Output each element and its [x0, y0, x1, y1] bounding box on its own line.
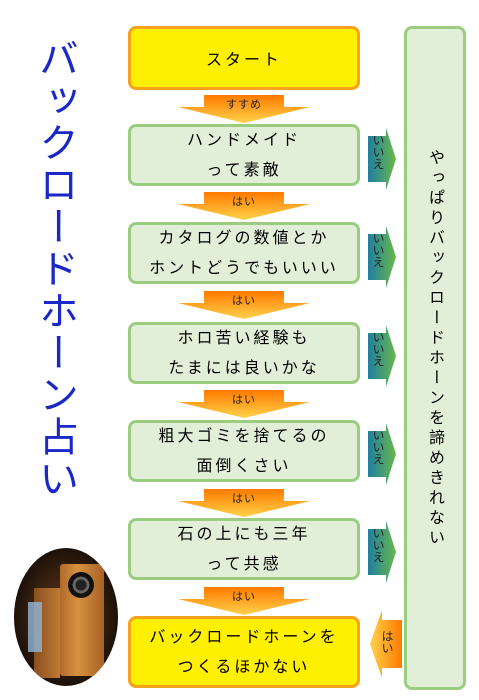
left-arrow-shape [370, 610, 402, 678]
question-box-4: 粗大ゴミを捨てるの 面倒くさい [128, 420, 360, 482]
arrow-label: はい [232, 195, 256, 208]
arrow-label: はい [232, 294, 256, 307]
speaker-photo [14, 548, 118, 686]
arrow-yes-2: はい [178, 291, 310, 319]
arrow-label: いいえ [371, 331, 385, 367]
right-arrow-shape [368, 128, 396, 190]
start-box: スタート [128, 26, 360, 90]
arrow-label: いいえ [371, 232, 385, 268]
down-arrow-shape [178, 291, 310, 319]
arrow-label: はい [380, 630, 394, 654]
result-no-text: やっぱりバックロードホーンを諦めきれない [426, 149, 445, 549]
arrow-start: すすめ [178, 95, 310, 123]
arrow-back-yes: はい [370, 610, 402, 678]
result-line: バックロードホーンを [149, 627, 339, 646]
question-line: たまには良いかな [168, 358, 320, 377]
down-arrow-shape [178, 587, 310, 615]
arrow-yes-5: はい [178, 587, 310, 615]
arrow-label: いいえ [371, 527, 385, 563]
down-arrow-shape [178, 192, 310, 220]
result-box-yes: バックロードホーンを つくるほかない [128, 616, 360, 688]
question-line: 石の上にも三年 [177, 524, 311, 543]
arrow-yes-4: はい [178, 489, 310, 517]
arrow-label: いいえ [371, 134, 385, 170]
arrow-label: はい [232, 393, 256, 406]
down-arrow-shape [178, 489, 310, 517]
question-box-2: カタログの数値とか ホントどうでもいいい [128, 222, 360, 284]
right-arrow-shape [368, 423, 396, 485]
question-line: ハンドメイド [186, 130, 301, 149]
right-arrow-shape [368, 325, 396, 387]
arrow-no-1: いいえ [368, 128, 396, 190]
arrow-yes-1: はい [178, 192, 310, 220]
arrow-label: すすめ [226, 98, 262, 111]
arrow-label: はい [232, 492, 256, 505]
speaker-driver [68, 572, 94, 598]
result-line: つくるほかない [177, 657, 311, 676]
question-line: ホロ苦い経験も [177, 328, 311, 347]
down-arrow-shape [178, 95, 310, 123]
question-line: って素敵 [206, 160, 282, 179]
right-arrow-shape [368, 521, 396, 583]
question-box-5: 石の上にも三年 って共感 [128, 518, 360, 580]
page-title: バックロードホーン占い [32, 38, 78, 500]
arrow-no-2: いいえ [368, 226, 396, 288]
right-arrow-shape [368, 226, 396, 288]
arrow-label: いいえ [371, 429, 385, 465]
question-line: 面倒くさい [196, 456, 292, 475]
question-line: 粗大ゴミを捨てるの [158, 426, 330, 445]
start-label: スタート [205, 50, 282, 69]
arrow-yes-3: はい [178, 390, 310, 418]
arrow-no-3: いいえ [368, 325, 396, 387]
arrow-no-5: いいえ [368, 521, 396, 583]
window-light [28, 602, 42, 652]
question-line: カタログの数値とか [158, 228, 330, 247]
question-box-1: ハンドメイド って素敵 [128, 124, 360, 186]
question-line: ホントどうでもいいい [149, 258, 339, 277]
down-arrow-shape [178, 390, 310, 418]
arrow-label: はい [232, 590, 256, 603]
arrow-no-4: いいえ [368, 423, 396, 485]
question-box-3: ホロ苦い経験も たまには良いかな [128, 322, 360, 384]
question-line: って共感 [206, 554, 282, 573]
result-box-no: やっぱりバックロードホーンを諦めきれない [404, 26, 466, 690]
